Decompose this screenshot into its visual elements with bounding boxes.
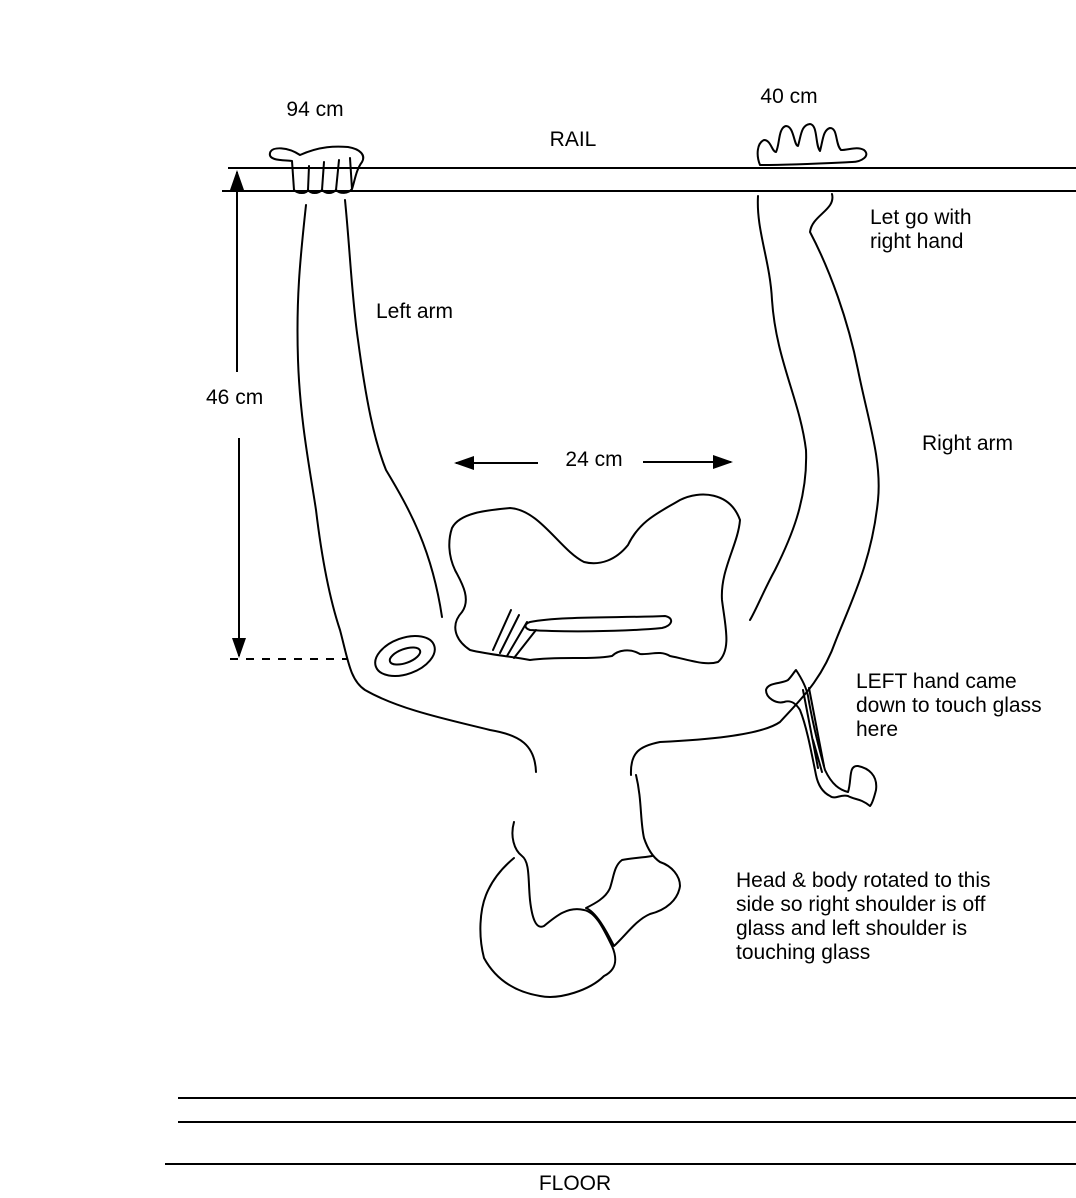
elbow-contact-mark bbox=[374, 635, 436, 677]
head-body-note-line-1: Head & body rotated to this bbox=[736, 869, 991, 892]
right-hand-height-label: 40 cm bbox=[760, 85, 818, 108]
left-hand-note-line-2: down to touch glass bbox=[856, 694, 1042, 717]
friction-marks-hand bbox=[802, 687, 825, 773]
floor-lines bbox=[165, 1097, 1076, 1165]
head-body-note-line-3: glass and left shoulder is bbox=[736, 917, 968, 940]
shoulder-contact-outline bbox=[585, 774, 681, 947]
head-body-note: Head & body rotated to this side so righ… bbox=[736, 869, 991, 965]
left-arm-inner bbox=[344, 199, 443, 618]
friction-marks-center bbox=[492, 609, 537, 659]
right-arm-inner bbox=[749, 195, 808, 621]
left-hand-note: LEFT hand came down to touch glass here bbox=[856, 670, 1042, 742]
head-body-note-line-2: side so right shoulder is off bbox=[736, 893, 986, 916]
horizontal-dimension-label: 24 cm bbox=[565, 448, 623, 471]
vertical-dimension-label: 46 cm bbox=[206, 386, 264, 409]
let-go-note: Let go with right hand bbox=[870, 206, 972, 254]
left-hand-outline bbox=[268, 145, 365, 194]
left-arm-outer bbox=[296, 204, 537, 773]
left-hand-note-line-1: LEFT hand came bbox=[856, 670, 1017, 693]
let-go-note-line-1: Let go with bbox=[870, 206, 972, 229]
rail-label: RAIL bbox=[549, 128, 597, 151]
left-hand-fingers bbox=[307, 157, 353, 191]
left-hand-note-line-3: here bbox=[856, 718, 899, 741]
hip-contact-outline bbox=[448, 493, 741, 665]
right-hand-outline bbox=[756, 123, 868, 166]
floor-label: FLOOR bbox=[538, 1172, 612, 1195]
glass-touch-hand-outline bbox=[765, 669, 878, 807]
let-go-note-line-2: right hand bbox=[870, 230, 964, 253]
rail bbox=[222, 167, 1076, 192]
right-arm-outer bbox=[629, 193, 880, 776]
forearm-contact-stripe bbox=[524, 615, 673, 633]
right-arm-label: Right arm bbox=[922, 432, 1014, 455]
left-arm-label: Left arm bbox=[376, 300, 454, 323]
head-contact-outline bbox=[479, 821, 617, 998]
left-hand-height-label: 94 cm bbox=[286, 98, 344, 121]
head-body-note-line-4: touching glass bbox=[736, 941, 871, 964]
